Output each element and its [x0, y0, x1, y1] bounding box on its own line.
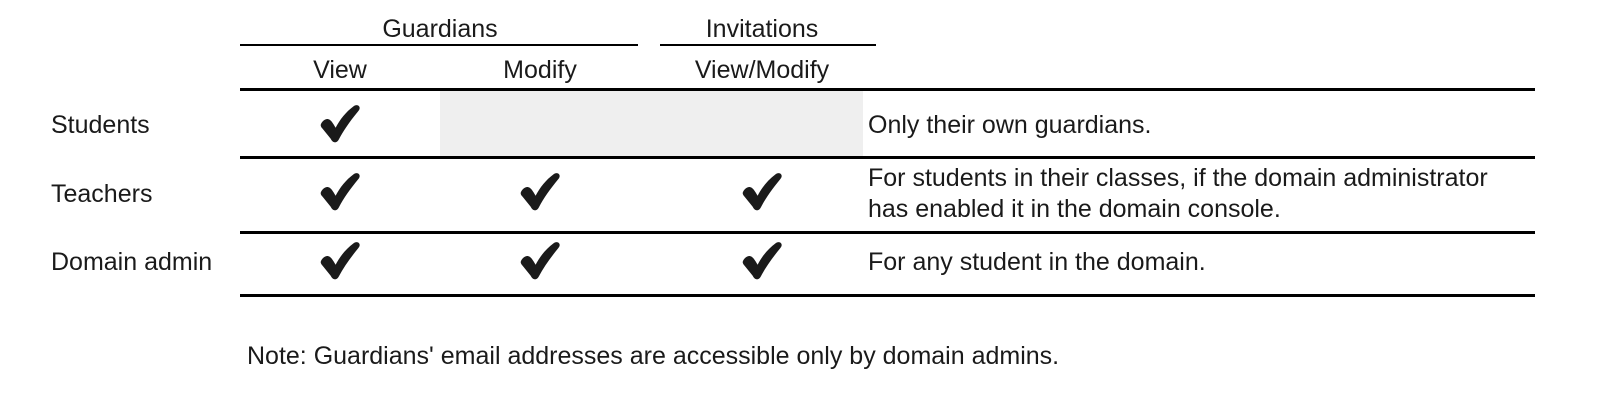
row-label-teachers: Teachers — [51, 180, 153, 208]
table-rule-after-students — [240, 156, 1535, 159]
group-rule-guardians — [240, 44, 638, 46]
check-icon — [517, 241, 563, 281]
column-header-guardians-view: View — [313, 56, 367, 84]
group-header-guardians: Guardians — [382, 15, 498, 43]
table-rule-bottom — [240, 294, 1535, 297]
note-text: Note: Guardians' email addresses are acc… — [247, 342, 1060, 370]
check-icon — [739, 172, 785, 212]
column-header-guardians-modify: Modify — [503, 56, 577, 84]
check-icon — [317, 104, 363, 144]
description-teachers: For students in their classes, if the do… — [868, 164, 1488, 223]
group-rule-invitations — [660, 44, 876, 46]
description-students: Only their own guardians. — [868, 111, 1152, 139]
check-icon — [517, 172, 563, 212]
column-header-invitations-view-modify: View/Modify — [694, 56, 830, 84]
table-rule-after-teachers — [240, 231, 1535, 234]
table-rule-top — [240, 88, 1535, 91]
row-label-students: Students — [51, 111, 150, 139]
cell-students-unavailable — [440, 91, 863, 156]
check-icon — [739, 241, 785, 281]
check-icon — [317, 172, 363, 212]
description-domain-admin: For any student in the domain. — [868, 248, 1206, 276]
group-header-invitations: Invitations — [705, 15, 819, 43]
check-icon — [317, 241, 363, 281]
row-label-domain-admin: Domain admin — [51, 248, 213, 276]
